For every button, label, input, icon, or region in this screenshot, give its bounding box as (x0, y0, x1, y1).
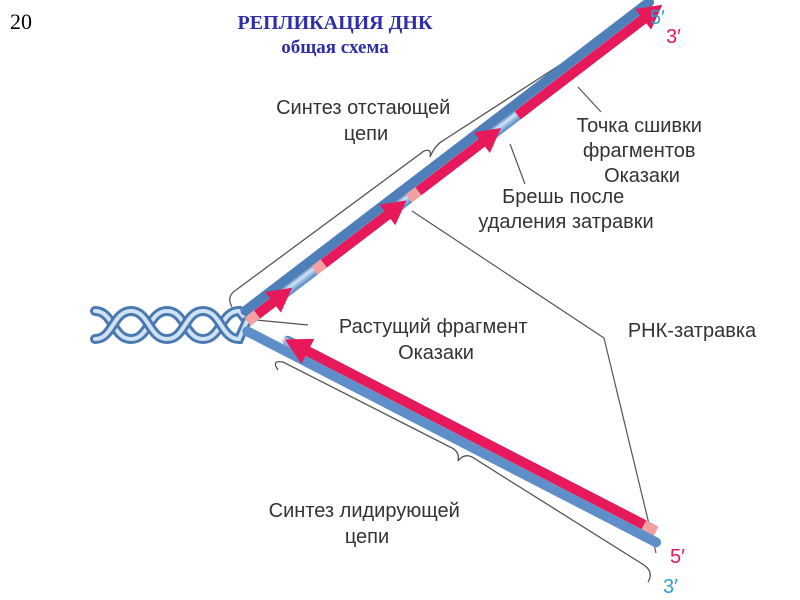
primer-leader-lower (603, 337, 657, 554)
lagging-arm (240, 0, 663, 326)
leading-new-strand (284, 338, 648, 531)
leading-label-line-1: Синтез лидирующей (269, 500, 460, 522)
leader-lines (255, 86, 657, 554)
ligation-label: Точка сшивки фрагментов Оказаки (577, 115, 708, 187)
okazaki-fragment (254, 287, 293, 319)
rna-primer (641, 520, 659, 536)
ligation-label-line-3: Оказаки (604, 165, 680, 187)
growing-leader (255, 319, 309, 326)
ligation-leader (577, 86, 602, 113)
lower-3-prime-label: 3′ (663, 576, 678, 598)
slide-title: РЕПЛИКАЦИЯ ДНК общая схема (200, 10, 470, 60)
upper-template-strand (240, 0, 655, 316)
slide-number: 20 (10, 9, 32, 34)
leading-label-line-2: цепи (345, 526, 389, 548)
title-line-1: РЕПЛИКАЦИЯ ДНК (237, 12, 433, 34)
growing-label-line-1: Растущий фрагмент (339, 316, 528, 338)
primer-leader-upper (411, 210, 605, 339)
lower-5-prime-label: 5′ (670, 546, 685, 568)
lagging-label-line-2: цепи (344, 123, 388, 145)
gap-label-line-2: удаления затравки (478, 211, 653, 233)
lagging-label-line-1: Синтез отстающей (276, 97, 450, 119)
lagging-label: Синтез отстающей цепи (276, 97, 456, 145)
lower-template-strand (242, 326, 662, 548)
growing-fragment-label: Растущий фрагмент Оказаки (339, 316, 533, 364)
okazaki-fragment (320, 200, 407, 268)
rna-primer (244, 310, 261, 326)
okazaki-fragment (415, 128, 502, 196)
upper-5-prime-label: 5′ (650, 7, 665, 29)
primer-label: РНК-затравка (628, 320, 757, 342)
gap-leader (509, 143, 526, 185)
leading-bracket (274, 361, 651, 583)
leading-label: Синтез лидирующей цепи (269, 500, 466, 548)
gap-label-line-1: Брешь после (502, 186, 624, 208)
rna-primer (311, 259, 327, 275)
leading-arm (242, 326, 662, 548)
parental-helix (90, 305, 252, 345)
ligation-label-line-1: Точка сшивки (577, 115, 702, 137)
upper-3-prime-label: 3′ (666, 26, 681, 48)
growing-label-line-2: Оказаки (398, 342, 474, 364)
okazaki-fragment (514, 4, 663, 120)
ligation-label-line-2: фрагментов (583, 140, 696, 162)
gap-label: Брешь после удаления затравки (478, 186, 653, 233)
title-line-2: общая схема (281, 37, 389, 58)
rna-primer (405, 187, 422, 203)
